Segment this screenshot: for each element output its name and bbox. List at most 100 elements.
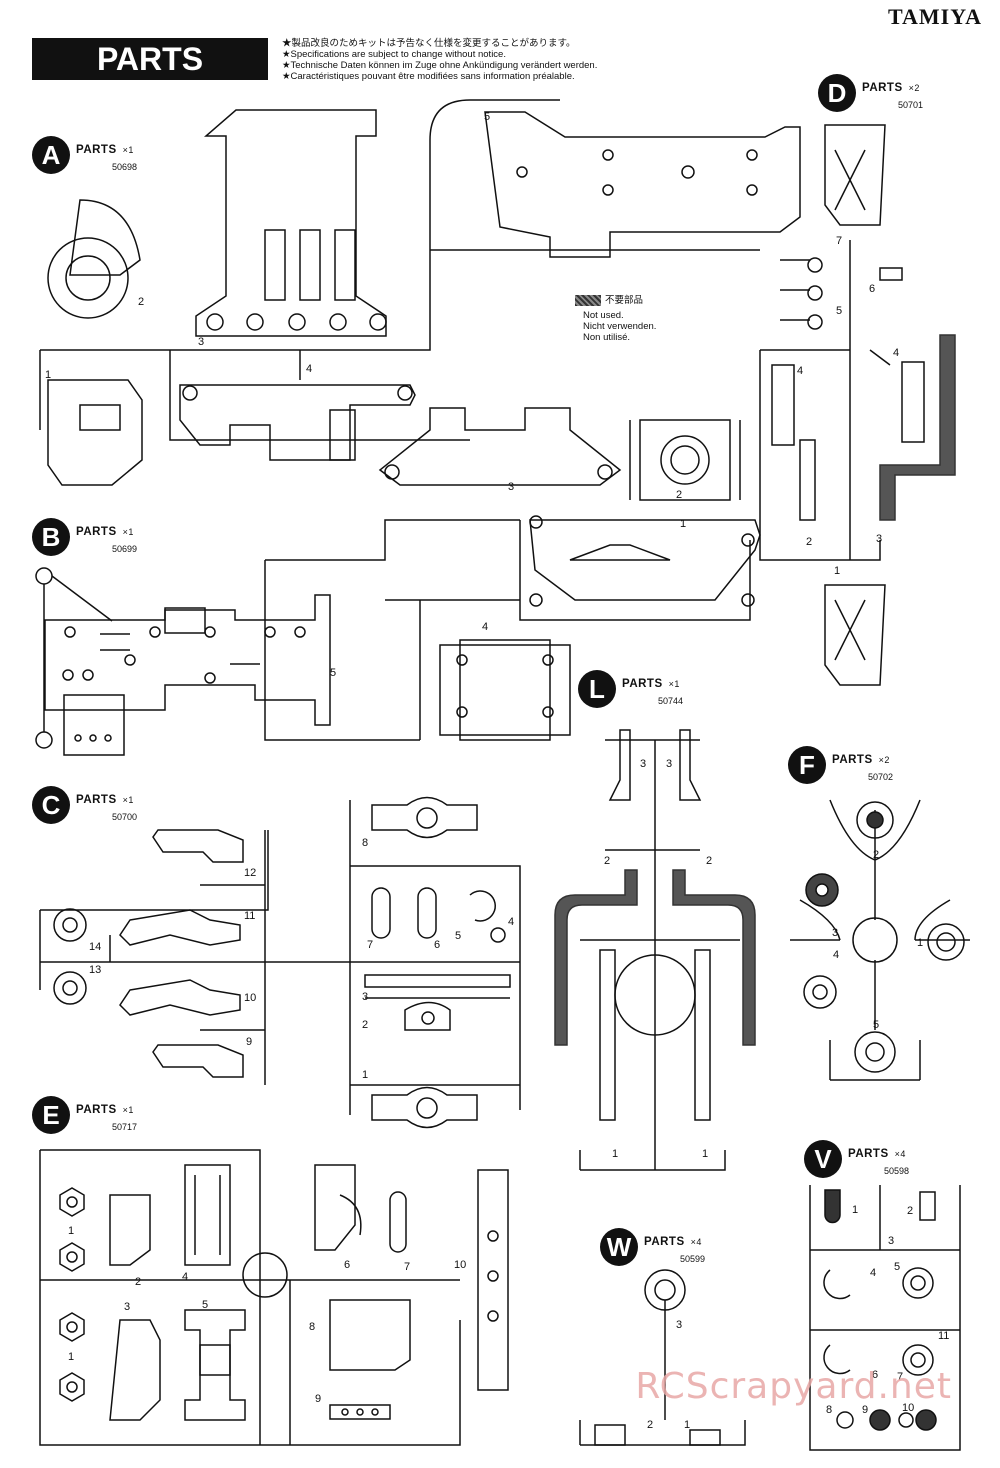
part-number-a-4: 4 [306, 363, 312, 375]
sprue-w [579, 1269, 746, 1446]
part-number: 50598 [884, 1166, 910, 1176]
label-text: PARTS [622, 678, 663, 690]
label-text: PARTS [862, 82, 903, 94]
part-number-c-3: 3 [362, 991, 368, 1003]
part-number: 50599 [680, 1254, 706, 1264]
part-number-e-1: 1 [68, 1225, 74, 1237]
part-number-c-14: 14 [89, 941, 101, 953]
part-number-f-1: 1 [917, 937, 923, 949]
notice-block: ★製品改良のためキットは予告なく仕様を変更することがあります。 ★Specifi… [282, 38, 597, 82]
qty: ×1 [122, 1105, 134, 1115]
part-number-e-5: 5 [202, 1299, 208, 1311]
part-number-v-5: 5 [894, 1261, 900, 1273]
part-number-v-8: 8 [826, 1404, 832, 1416]
label-text: PARTS [76, 1104, 117, 1116]
sprue-d [759, 124, 956, 686]
part-number-c-1: 1 [362, 1069, 368, 1081]
sprue-f [790, 799, 970, 1081]
label-text: PARTS [76, 794, 117, 806]
sprue-b [35, 515, 761, 756]
part-number-d-7: 7 [836, 235, 842, 247]
part-number-d-4: 4 [797, 365, 803, 377]
label-text: PARTS [76, 144, 117, 156]
part-number-a-5: 5 [484, 111, 490, 123]
part-number-l-2: 2 [604, 855, 610, 867]
part-number-e-2: 2 [135, 1276, 141, 1288]
part-number-d-3: 3 [876, 533, 882, 545]
legend-jp: 不要部品 [605, 295, 644, 306]
part-number-c-10: 10 [244, 992, 256, 1004]
part-number-l-1: 1 [612, 1148, 618, 1160]
section-letter: W [600, 1228, 638, 1266]
part-number-w-1: 1 [684, 1419, 690, 1431]
part-number-w-2: 2 [647, 1419, 653, 1431]
part-number-a-1: 1 [45, 369, 51, 381]
part-number-c-5: 5 [455, 930, 461, 942]
notice-en: ★Specifications are subject to change wi… [282, 49, 506, 60]
parts-label: PARTS×1 [76, 526, 134, 538]
notice-fr: ★Caractéristiques pouvant être modifiées… [282, 71, 575, 82]
part-number-c-7: 7 [367, 939, 373, 951]
parts-label: PARTS ×4 [848, 1148, 906, 1160]
part-number-a-2: 2 [138, 296, 144, 308]
section-letter: A [32, 136, 70, 174]
part-number-e-3: 3 [124, 1301, 130, 1313]
part-number-v-4: 4 [870, 1267, 876, 1279]
part-number: 50702 [868, 772, 894, 782]
hatch-swatch-icon [575, 295, 601, 306]
part-number-v-2: 2 [907, 1205, 913, 1217]
part-number-l-3: 3 [666, 758, 672, 770]
qty: ×1 [122, 145, 134, 155]
part-number-e-7: 7 [404, 1261, 410, 1273]
legend-fr: Non utilisé. [583, 332, 630, 343]
notice-jp: ★製品改良のためキットは予告なく仕様を変更することがあります。 [282, 38, 576, 49]
section-letter: D [818, 74, 856, 112]
part-number-l-3: 3 [640, 758, 646, 770]
legend-en: Not used. [583, 310, 624, 321]
part-number-f-3: 3 [832, 927, 838, 939]
part-number-a-3: 3 [198, 336, 204, 348]
sprue-v [809, 1185, 961, 1451]
part-number-d-6: 6 [869, 283, 875, 295]
section-letter: L [578, 670, 616, 708]
parts-label: PARTS×4 [644, 1236, 702, 1248]
brand-logo: TAMIYA [887, 4, 982, 29]
qty: ×4 [894, 1149, 906, 1159]
part-number: 50700 [112, 812, 138, 822]
notice-de: ★Technische Daten können im Zuge ohne An… [282, 60, 598, 71]
section-letter: C [32, 786, 70, 824]
part-number-e-10: 10 [454, 1259, 466, 1271]
part-number-e-4: 4 [182, 1271, 188, 1283]
part-number-b-4: 4 [482, 621, 488, 633]
part-number: 50698 [112, 162, 138, 172]
part-number-v-9: 9 [862, 1404, 868, 1416]
part-number-l-1: 1 [702, 1148, 708, 1160]
part-number-c-2: 2 [362, 1019, 368, 1031]
section-letter: B [32, 518, 70, 556]
part-number-e-9: 9 [315, 1393, 321, 1405]
sprue-a [39, 99, 801, 501]
section-letter: F [788, 746, 826, 784]
part-number-c-4: 4 [508, 916, 514, 928]
section-letter: V [804, 1140, 842, 1178]
label-text: PARTS [848, 1148, 889, 1160]
page-title: PARTS [32, 38, 268, 80]
part-number-v-6: 6 [872, 1369, 878, 1381]
part-number-f-2: 2 [873, 849, 879, 861]
watermark: RCScrapyard.net [635, 1366, 952, 1407]
part-number-c-9: 9 [246, 1036, 252, 1048]
part-number-v-7: 7 [897, 1371, 903, 1383]
sprue-e [39, 1149, 509, 1446]
part-number-e-8: 8 [309, 1321, 315, 1333]
part-number-v-3: 3 [888, 1235, 894, 1247]
part-number-b-2: 2 [676, 489, 682, 501]
part-number-c-8: 8 [362, 837, 368, 849]
part-number: 50744 [658, 696, 684, 706]
part-number-w-3: 3 [676, 1319, 682, 1331]
qty: ×1 [668, 679, 680, 689]
qty: ×2 [878, 755, 890, 765]
parts-label: PARTS ×1 [622, 678, 680, 690]
sprue-c [39, 796, 521, 1129]
qty: ×2 [908, 83, 920, 93]
